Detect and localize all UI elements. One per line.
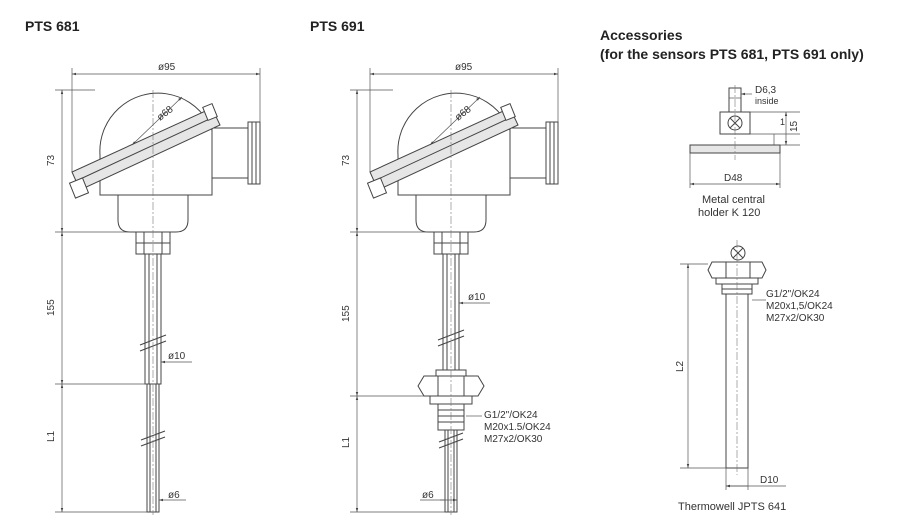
pts681-d10-label: ø10 (168, 351, 186, 362)
thermowell-d10-label: D10 (760, 475, 779, 486)
accessories-title-line1: Accessories (600, 27, 683, 43)
pts681-drawing: ø95 ø68 73 155 L1 ø10 ø6 (46, 62, 261, 515)
thermowell-thread-2: M20x1,5/OK24 (766, 301, 833, 312)
pts691-stem (417, 90, 485, 515)
pts681-h155-label: 155 (46, 299, 57, 316)
pts691-thread-3: M27x2/OK30 (484, 434, 543, 445)
pts691-h155-label: 155 (341, 305, 352, 322)
pts691-thread-1: G1/2"/OK24 (484, 410, 538, 421)
pts681-stem (139, 90, 167, 515)
pts691-d10-label: ø10 (468, 292, 486, 303)
pts691-drawing: ø95 ø68 73 155 L1 ø10 G1/2"/OK24 M20x1.5… (341, 62, 559, 515)
thermowell-l2-label: L2 (675, 360, 686, 372)
pts691-l1-label: L1 (341, 436, 352, 448)
holder-caption-line2: holder K 120 (698, 207, 760, 219)
holder-d63-label: D6,3 (755, 85, 777, 96)
thermowell-thread-1: G1/2"/OK24 (766, 289, 820, 300)
pts681-d95-label: ø95 (158, 62, 176, 73)
holder-h1-label: 1 (780, 117, 785, 127)
thermowell-thread-3: M27x2/OK30 (766, 313, 825, 324)
holder-caption-line1: Metal central (702, 194, 765, 206)
pts681-head (68, 92, 261, 255)
pts681-l1-label: L1 (46, 430, 57, 442)
pts691-d6-label: ø6 (422, 490, 434, 501)
thermowell-drawing: G1/2"/OK24 M20x1,5/OK24 M27x2/OK30 L2 D1… (675, 240, 833, 513)
pts691-h73-label: 73 (341, 154, 352, 166)
pts691-thread-2: M20x1.5/OK24 (484, 422, 551, 433)
holder-h15-label: 15 (789, 120, 800, 132)
pts691-title: PTS 691 (310, 18, 365, 34)
holder-drawing: D6,3 inside 1 15 D48 Metal central holde… (689, 85, 800, 219)
pts691-d95-label: ø95 (455, 62, 473, 73)
accessories-title-line2: (for the sensors PTS 681, PTS 691 only) (600, 46, 864, 62)
holder-inside-label: inside (755, 96, 779, 106)
pts681-d6-label: ø6 (168, 490, 180, 501)
accessories-title: Accessories (for the sensors PTS 681, PT… (600, 26, 864, 64)
thermowell-caption: Thermowell JPTS 641 (678, 501, 786, 513)
pts681-h73-label: 73 (46, 154, 57, 166)
holder-d48-label: D48 (724, 173, 743, 184)
pts681-title: PTS 681 (25, 18, 80, 34)
